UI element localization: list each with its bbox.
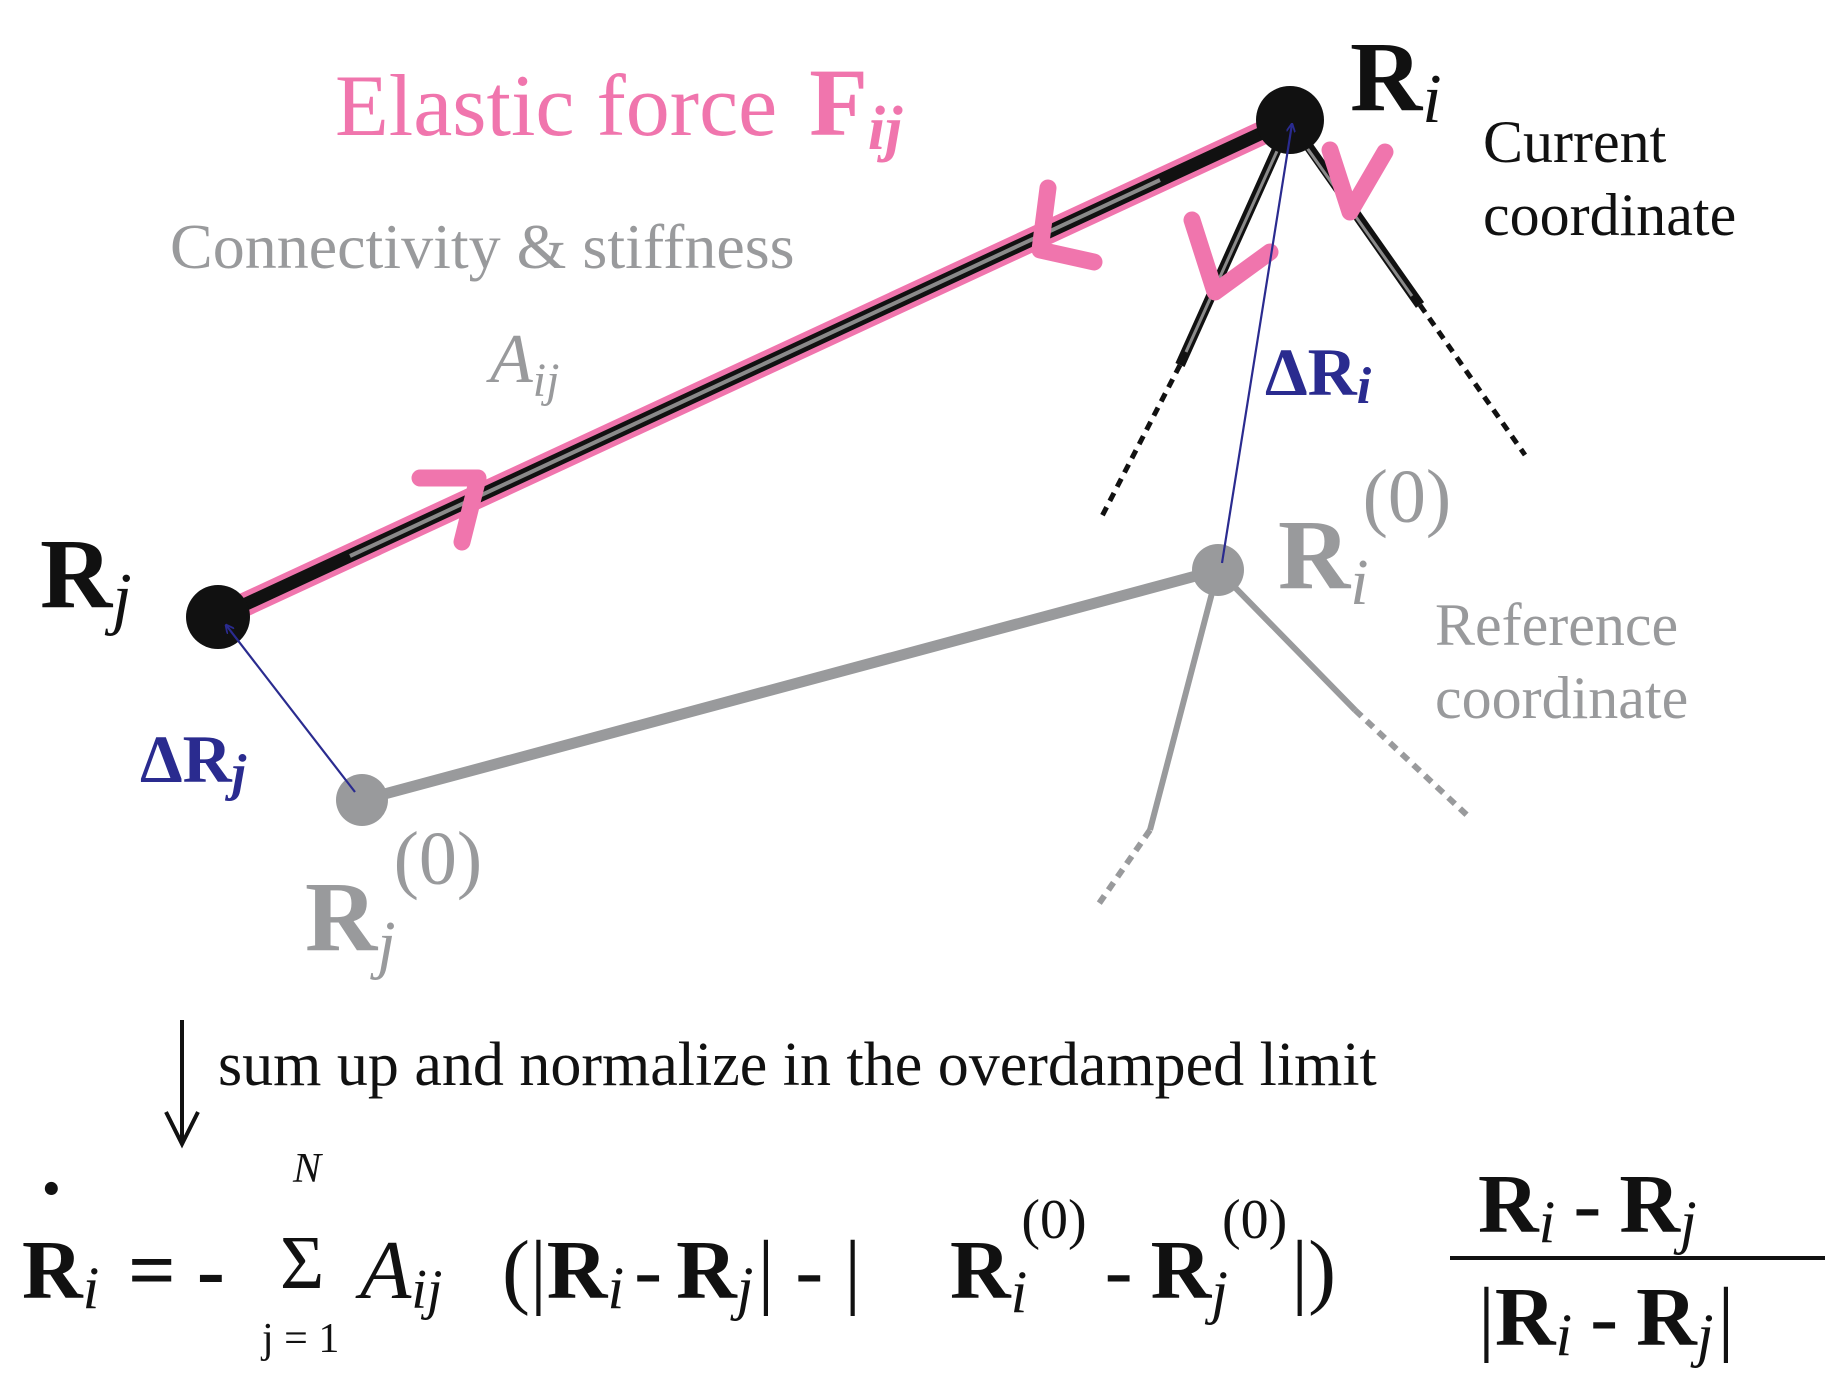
elastic-force-label: Elastic force Fij — [335, 49, 903, 163]
force-arrow-branch-right — [1321, 141, 1394, 221]
unit-vector-numerator: Ri-Rj — [1478, 1158, 1697, 1255]
force-arrow-branch-left — [1183, 211, 1279, 301]
delta-r-i-label: ΔRi — [1265, 334, 1372, 415]
sum-lower-limit: j = 1 — [260, 1316, 339, 1362]
reference-coordinate-line-2: coordinate — [1435, 665, 1688, 731]
current-coordinate-line-1: Current — [1483, 109, 1667, 175]
reference-branch-right — [1215, 567, 1358, 713]
current-coordinate-line-2: coordinate — [1483, 182, 1736, 248]
reference-node-j-label: Rj(0) — [305, 817, 482, 981]
displacement-vector-i — [1220, 124, 1292, 564]
sum-upper-limit: N — [292, 1146, 323, 1192]
reference-node-i — [1192, 544, 1244, 596]
reference-branch-down — [1147, 569, 1221, 831]
current-branch-right-dashed — [1417, 303, 1528, 457]
connectivity-label: Connectivity & stiffness — [170, 211, 795, 282]
sum-up-caption: sum up and normalize in the overdamped l… — [218, 1031, 1377, 1099]
process-arrow — [164, 1020, 200, 1149]
stiffness-symbol: Aij — [486, 321, 559, 407]
reference-node-j — [336, 774, 388, 826]
governing-equation: · Ri = - N Σ j = 1 Aij (|Ri-Rj| - | Ri(0… — [22, 1145, 1825, 1368]
force-arrow-on-j — [411, 469, 487, 551]
current-node-j — [186, 585, 250, 649]
reference-bond — [356, 564, 1224, 806]
unit-vector-denominator: |Ri-Rj| — [1478, 1271, 1734, 1368]
current-branch-left-stripe — [1184, 139, 1284, 353]
force-arrows — [411, 141, 1394, 551]
current-length-term: (|Ri-Rj| - | — [502, 1224, 861, 1321]
reference-length-term: Ri(0)-Rj(0)|) — [950, 1189, 1336, 1325]
reference-network — [336, 544, 1473, 907]
reference-coordinate-line-1: Reference — [1435, 592, 1678, 658]
current-branch-left-dashed — [1097, 363, 1183, 522]
reference-branch-right-dashed — [1352, 707, 1473, 821]
force-arrow-on-i — [1031, 179, 1103, 271]
stiffness-term: Aij — [355, 1224, 442, 1321]
equals-minus: = - — [128, 1224, 225, 1317]
displacement-vector-j — [226, 625, 356, 793]
stiffness-stripe — [349, 178, 1161, 558]
current-node-i — [1256, 86, 1324, 154]
current-node-i-label: Ri — [1350, 21, 1442, 138]
current-node-j-label: Rj — [40, 518, 132, 637]
reference-branch-down-dashed — [1095, 828, 1153, 907]
reference-node-i-label: Ri(0) — [1278, 455, 1451, 619]
velocity-term: Ri — [22, 1224, 99, 1321]
sum-sign: Σ — [280, 1221, 324, 1305]
delta-r-j-label: ΔRj — [140, 721, 247, 802]
velocity-dot: · — [38, 1145, 65, 1233]
